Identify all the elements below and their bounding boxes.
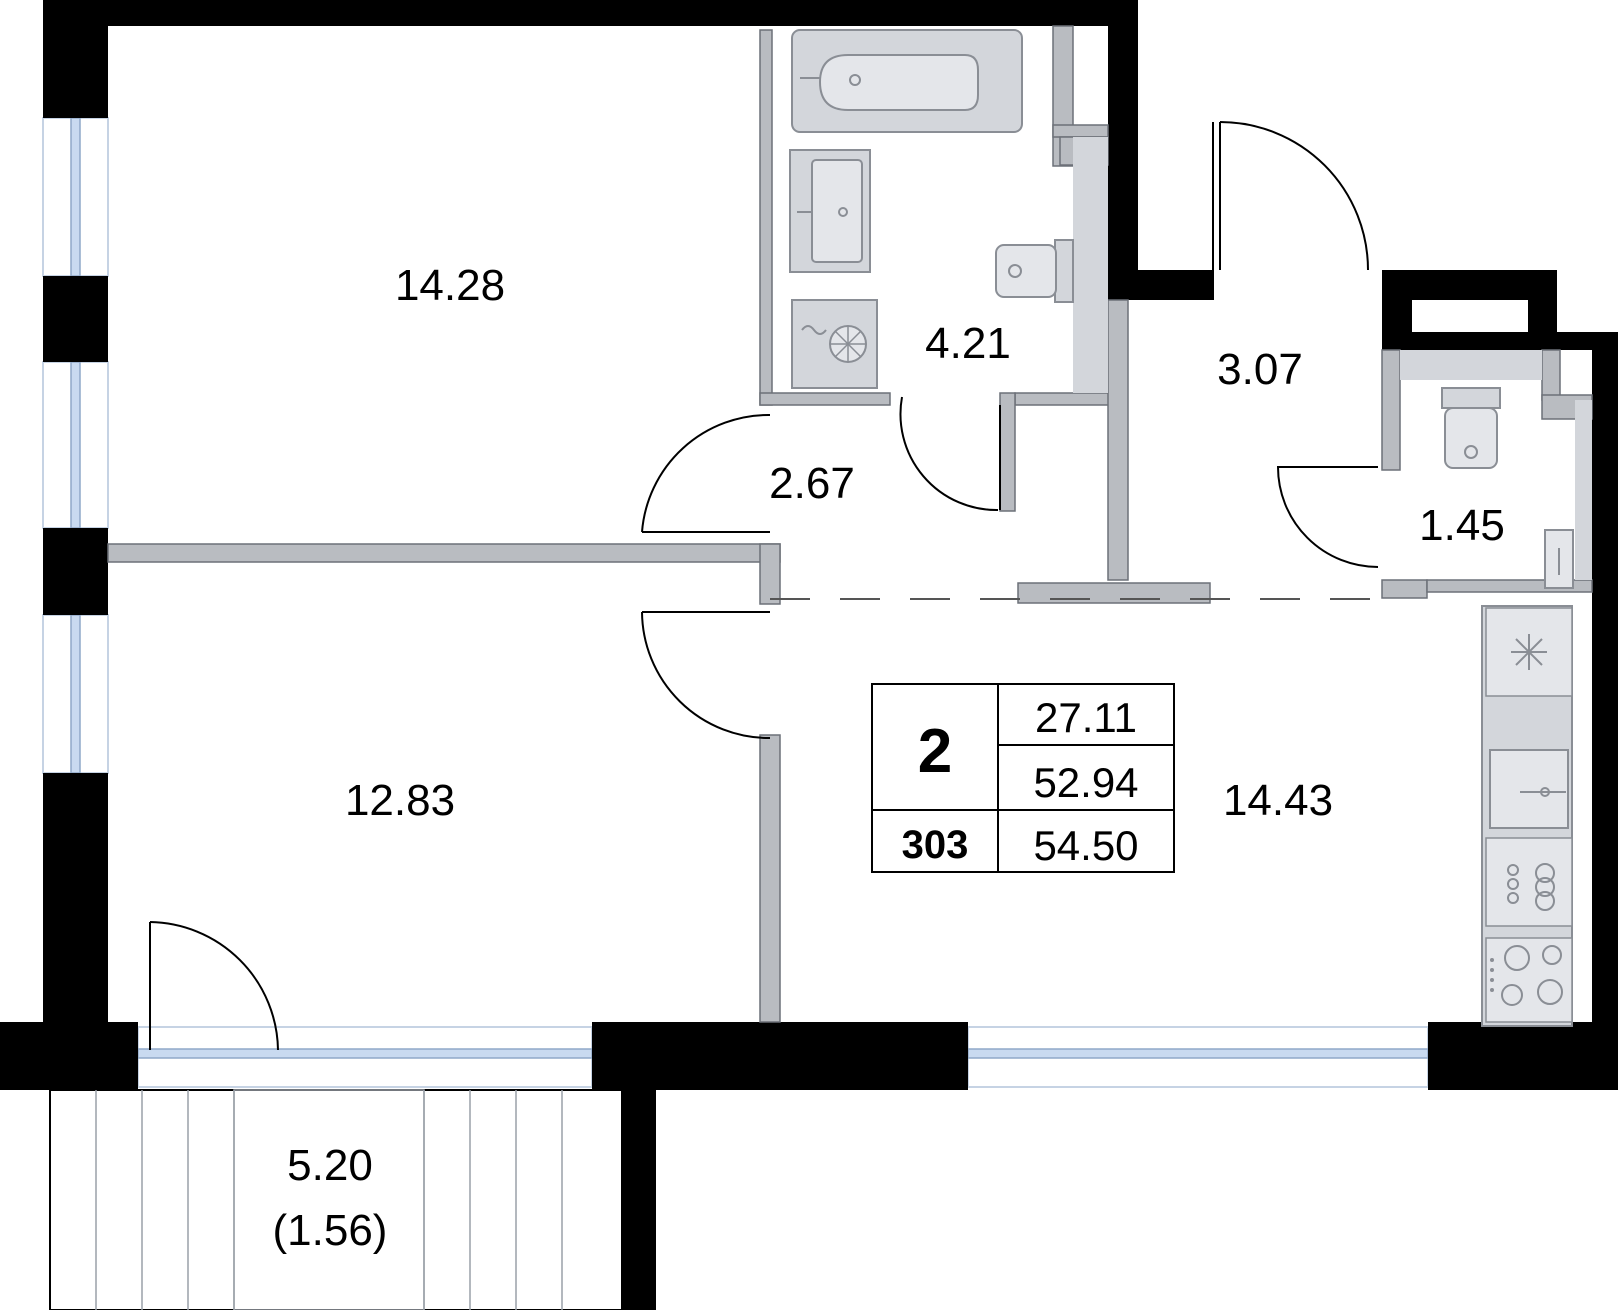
partitions (107, 25, 1593, 1023)
stove-icon (1485, 937, 1573, 1023)
dishwasher-icon (1485, 837, 1573, 927)
balcony-door-glazing (137, 1026, 593, 1088)
apartment-number: 303 (902, 823, 969, 867)
window-bottom-right (967, 1026, 1429, 1088)
room-area-kitchen-living: 14.43 (1223, 776, 1333, 825)
room-area-bathroom: 4.21 (925, 319, 1011, 368)
room-area-bedroom-bottom: 12.83 (345, 776, 455, 825)
wc-sink-icon (1544, 529, 1574, 589)
toilet-icon (995, 239, 1074, 303)
window-left-middle (42, 361, 109, 529)
room-area-bedroom-top: 14.28 (395, 261, 505, 310)
living-area: 27.11 (1035, 694, 1137, 741)
bathroom-service-wall (1073, 137, 1108, 393)
kitchen-sink-icon (1489, 749, 1569, 829)
room-area-hall: 3.07 (1217, 345, 1303, 394)
wc-side-wall (1575, 400, 1592, 580)
window-left-top (42, 117, 109, 277)
balcony (49, 1089, 623, 1310)
bathtub-icon (791, 29, 1023, 133)
rooms-count: 2 (918, 717, 952, 786)
wc-toilet-icon (1441, 387, 1501, 469)
wc-service-wall (1400, 350, 1542, 380)
room-area-wc: 1.45 (1419, 501, 1505, 550)
room-area-corridor: 2.67 (769, 459, 855, 508)
fridge-icon (1485, 607, 1573, 697)
room-area-balcony-reduced: (1.56) (273, 1206, 388, 1255)
door-swings (149, 121, 1379, 1051)
apartment-area: 52.94 (1033, 759, 1138, 806)
washing-machine-icon (791, 299, 878, 389)
window-left-bottom (42, 614, 109, 774)
apartment-info-box: 2 303 27.11 52.94 54.50 (871, 683, 1175, 873)
room-area-balcony: 5.20 (287, 1141, 373, 1190)
total-area: 54.50 (1033, 822, 1138, 869)
sink-icon (789, 149, 871, 273)
